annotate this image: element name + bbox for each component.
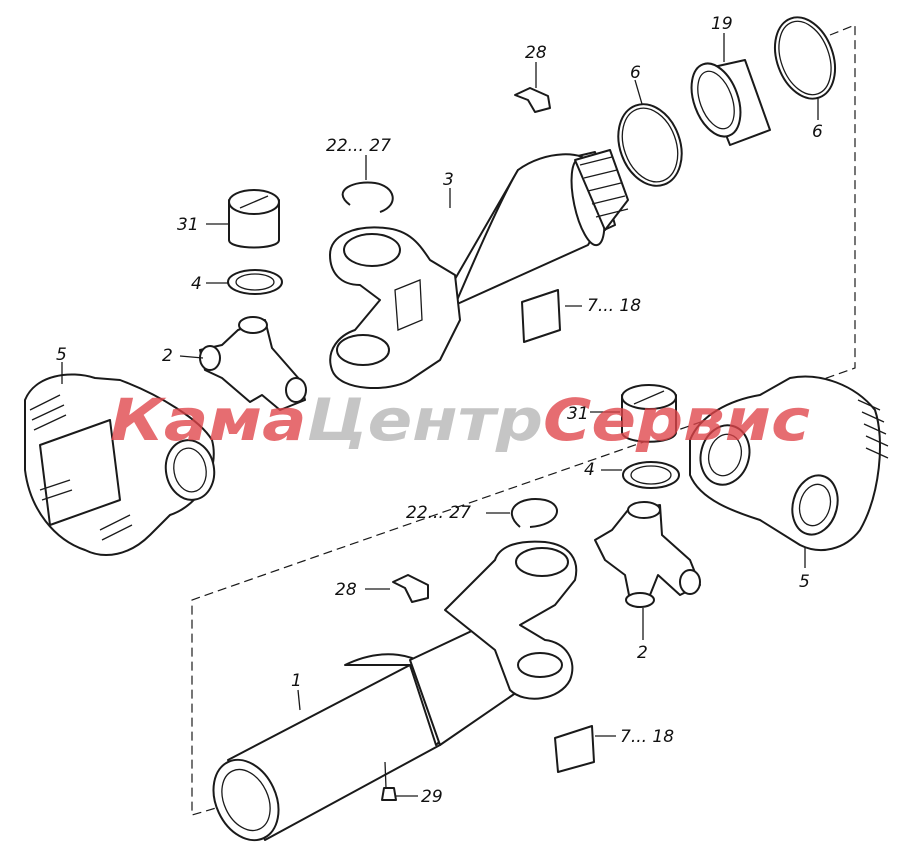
- label-31-lower: 31: [567, 404, 589, 424]
- label-1: 1: [291, 671, 302, 691]
- label-2-lower: 2: [637, 643, 648, 663]
- watermark-part2: Центр: [307, 386, 544, 454]
- leader-lines: [61, 33, 819, 797]
- flange-yoke-left: [24, 373, 216, 556]
- cross-upper: [199, 316, 307, 411]
- label-2-upper: 2: [162, 346, 173, 366]
- clip-28-upper: [514, 87, 551, 113]
- label-28-upper: 28: [525, 43, 547, 63]
- grease-nipple-29: [381, 787, 397, 801]
- label-28-lower: 28: [335, 580, 357, 600]
- label-19: 19: [711, 14, 733, 34]
- yoke-upper: [329, 226, 461, 389]
- o-ring-6b: [774, 16, 836, 100]
- label-7-18-upper: 7... 18: [587, 296, 641, 316]
- o-ring-6a: [617, 103, 683, 187]
- balance-plate-lower: [554, 725, 595, 773]
- label-4-upper: 4: [191, 274, 202, 294]
- label-31-upper: 31: [177, 215, 199, 235]
- label-6-left: 6: [630, 63, 641, 83]
- label-5-right: 5: [799, 572, 810, 592]
- shaft-tube-upper: [439, 149, 629, 306]
- cross-lower: [594, 501, 701, 608]
- dust-cover-19: [690, 59, 771, 146]
- label-29: 29: [421, 787, 443, 807]
- label-5-left: 5: [56, 345, 67, 365]
- label-4-lower: 4: [584, 460, 595, 480]
- shaft-tube-lower: [212, 619, 521, 842]
- bearing-cup-lower: [621, 384, 677, 443]
- snap-ring-lower: [511, 498, 558, 528]
- label-22-27-upper: 22... 27: [326, 136, 391, 156]
- assembly-frame-top: [191, 24, 856, 816]
- bearing-cup-upper: [228, 189, 280, 249]
- clip-28-lower: [392, 574, 429, 603]
- label-6-right: 6: [812, 122, 823, 142]
- yoke-lower: [444, 540, 578, 700]
- label-22-27-lower: 22... 27: [406, 503, 471, 523]
- snap-ring-upper: [341, 181, 394, 213]
- balance-plate-upper: [521, 289, 561, 343]
- label-3: 3: [443, 170, 454, 190]
- flange-yoke-right: [689, 375, 889, 551]
- watermark-part1: Кама: [110, 386, 307, 454]
- label-7-18-lower: 7... 18: [620, 727, 674, 747]
- watermark-part3: Сервис: [543, 386, 810, 454]
